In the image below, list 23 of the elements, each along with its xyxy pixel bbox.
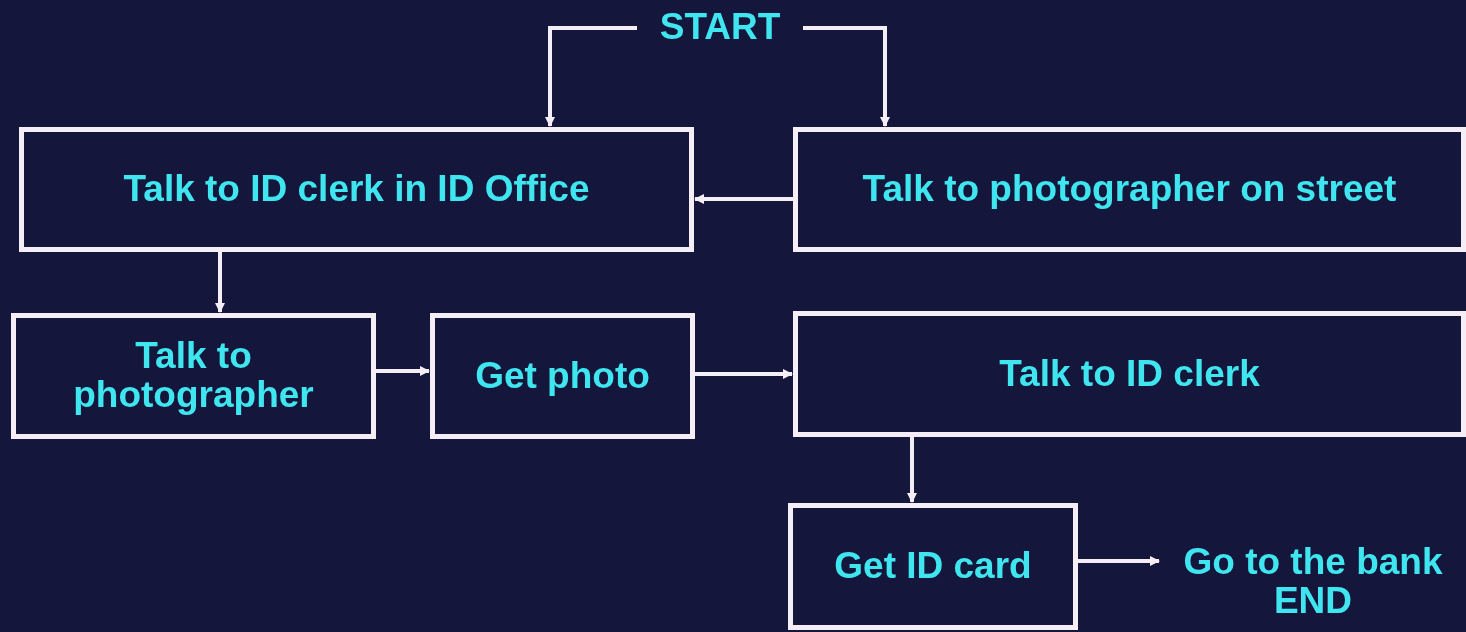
arrow [803,26,890,127]
arrow [215,252,225,313]
terminal-text: Go to the bank [1183,543,1443,582]
arrow [694,194,793,204]
step-text: Get photo [475,356,650,396]
arrow [907,437,917,503]
arrow [545,26,637,127]
process-box [19,127,694,252]
process-box [788,503,1078,630]
step-text: Talk to photographer on street [862,170,1397,209]
process-box [793,127,1466,252]
step-text: Talk to photographer [72,337,315,415]
arrow [1078,556,1160,566]
process-box [11,313,376,439]
arrow [376,366,430,376]
step-text: Talk to ID clerk in ID Office [123,170,590,209]
step-text: Talk to ID clerk [999,354,1260,394]
step-text: Get ID card [834,547,1032,586]
process-box [430,313,695,439]
terminal-text: START [659,7,781,47]
terminal-text: END [1273,582,1353,621]
process-box [793,311,1466,437]
arrow [695,369,793,379]
